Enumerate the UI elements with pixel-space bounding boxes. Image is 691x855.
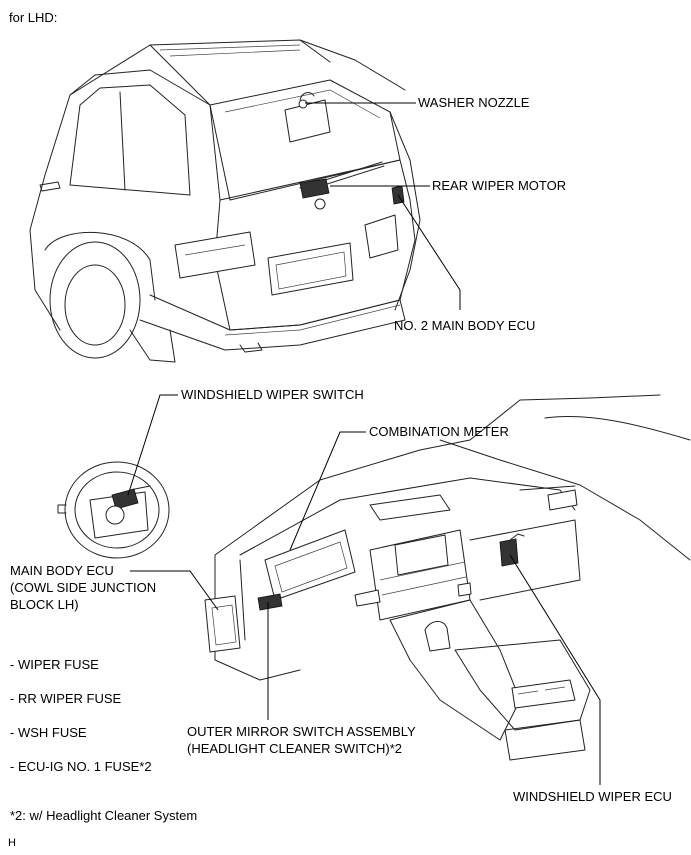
fuse-item: - WIPER FUSE: [10, 657, 99, 672]
steering-wheel-illustration: [57, 461, 170, 559]
label-outer-mirror-line-1: OUTER MIRROR SWITCH ASSEMBLY: [187, 724, 416, 739]
label-washer-nozzle: WASHER NOZZLE: [418, 95, 530, 110]
fuse-item: - ECU-IG NO. 1 FUSE*2: [10, 759, 152, 774]
leader-no2-main-body-ecu: [397, 194, 461, 310]
label-outer-mirror-line-2: (HEADLIGHT CLEANER SWITCH)*2: [187, 741, 402, 756]
label-main-body-ecu-line-1: MAIN BODY ECU: [10, 563, 114, 578]
diagram-heading: for LHD:: [9, 10, 57, 25]
fuse-item: - RR WIPER FUSE: [10, 691, 122, 706]
dashboard-illustration: [204, 394, 691, 761]
figure-code: H: [8, 837, 16, 849]
leader-lines: [127, 102, 601, 785]
vehicle-rear-illustration: [29, 39, 421, 363]
footnote: *2: w/ Headlight Cleaner System: [10, 808, 197, 823]
fuse-item: - WSH FUSE: [10, 725, 87, 740]
leader-combination-meter: [289, 431, 366, 551]
label-combination-meter: COMBINATION METER: [369, 424, 509, 439]
label-windshield-wiper-ecu: WINDSHIELD WIPER ECU: [513, 789, 672, 804]
label-rear-wiper-motor: REAR WIPER MOTOR: [432, 178, 566, 193]
leader-main-body-ecu: [130, 570, 219, 611]
leader-windshield-wiper-ecu: [509, 554, 601, 785]
leader-windshield-wiper-switch: [127, 394, 178, 496]
label-main-body-ecu-line-2: (COWL SIDE JUNCTION: [10, 580, 156, 595]
label-no2-main-body-ecu: NO. 2 MAIN BODY ECU: [394, 318, 535, 333]
label-windshield-wiper-switch: WINDSHIELD WIPER SWITCH: [181, 387, 364, 402]
label-main-body-ecu-line-3: BLOCK LH): [10, 597, 79, 612]
